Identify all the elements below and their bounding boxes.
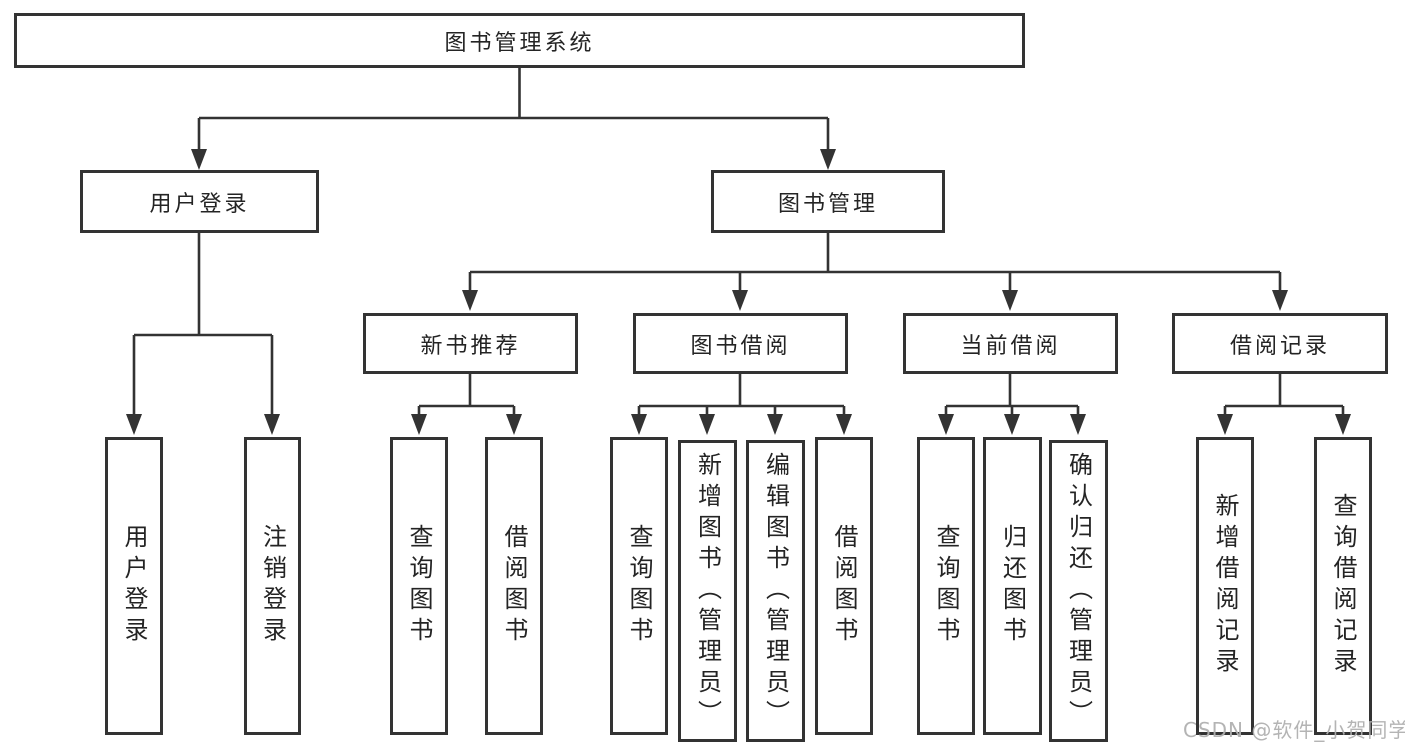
leaf-borrowing-query-books: 查询图书 (610, 437, 668, 735)
leaf-user-login: 用户登录 (105, 437, 163, 735)
leaf-return-books: 归还图书 (983, 437, 1042, 735)
leaf-recommend-query-books: 查询图书 (390, 437, 448, 735)
node-borrowing-records: 借阅记录 (1172, 313, 1388, 374)
leaf-borrowing-borrow-books: 借阅图书 (815, 437, 873, 735)
leaf-confirm-return-admin: 确认归还（管理员） (1049, 440, 1108, 742)
node-user-login: 用户登录 (80, 170, 319, 233)
node-current-borrowing: 当前借阅 (903, 313, 1118, 374)
leaf-add-books-admin: 新增图书（管理员） (678, 440, 737, 742)
node-new-book-recommend: 新书推荐 (363, 313, 578, 374)
leaf-current-query-books: 查询图书 (917, 437, 975, 735)
node-book-management: 图书管理 (711, 170, 945, 233)
node-root: 图书管理系统 (14, 13, 1025, 68)
leaf-add-borrow-record: 新增借阅记录 (1196, 437, 1254, 735)
leaf-logout-login: 注销登录 (244, 437, 301, 735)
leaf-edit-books-admin: 编辑图书（管理员） (746, 440, 805, 742)
leaf-recommend-borrow-books: 借阅图书 (485, 437, 543, 735)
csdn-watermark: CSDN @软件_小贺同学 (1183, 718, 1405, 742)
arrow-heads (126, 149, 1351, 435)
leaf-query-borrow-record: 查询借阅记录 (1314, 437, 1372, 735)
node-book-borrowing: 图书借阅 (633, 313, 848, 374)
tree-edges (132, 68, 1345, 417)
